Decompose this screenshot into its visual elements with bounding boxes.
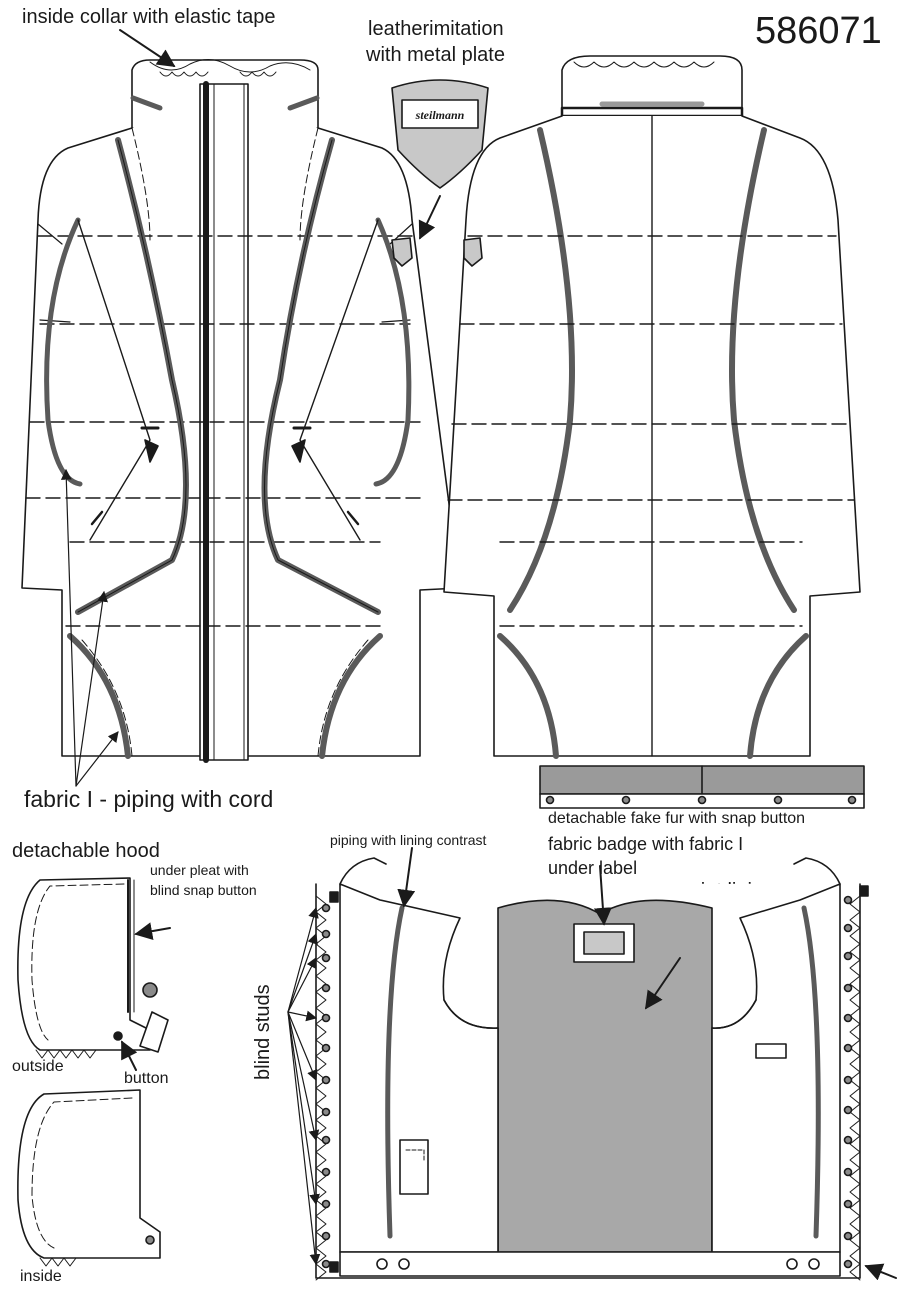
- brand-plate-text: steilmann: [415, 108, 465, 122]
- under-pleat-label-2: blind snap button: [150, 882, 257, 898]
- callout-arrows: [60, 29, 176, 787]
- fake-fur-strip: [539, 765, 865, 809]
- under-pleat-label-1: under pleat with: [150, 862, 249, 878]
- hood-outside: [17, 877, 171, 1071]
- piping-lining-label: piping with lining contrast: [330, 832, 487, 848]
- style-number: 586071: [755, 10, 882, 52]
- hood-inside: [17, 1089, 161, 1267]
- fake-fur-label: detachable fake fur with snap button: [548, 810, 806, 827]
- back-coat: [443, 55, 861, 759]
- fabric-piping-label: fabric I - piping with cord: [24, 786, 274, 812]
- outside-label: outside: [12, 1058, 64, 1075]
- front-coat: [21, 59, 461, 763]
- fabric-badge-label-2: under label: [548, 858, 638, 878]
- inside-view: [287, 847, 897, 1281]
- leather-imitation-label-2: with metal plate: [366, 44, 505, 66]
- inside-label: inside: [20, 1268, 62, 1285]
- fabric-badge-label-1: fabric badge with fabric I: [548, 834, 744, 854]
- inside-collar-label: inside collar with elastic tape: [22, 6, 276, 28]
- detachable-hood-label: detachable hood: [12, 840, 160, 862]
- leather-imitation-label-1: leatherimitation: [368, 18, 504, 40]
- button-label: button: [124, 1070, 169, 1087]
- leather-plate: steilmann: [391, 79, 489, 240]
